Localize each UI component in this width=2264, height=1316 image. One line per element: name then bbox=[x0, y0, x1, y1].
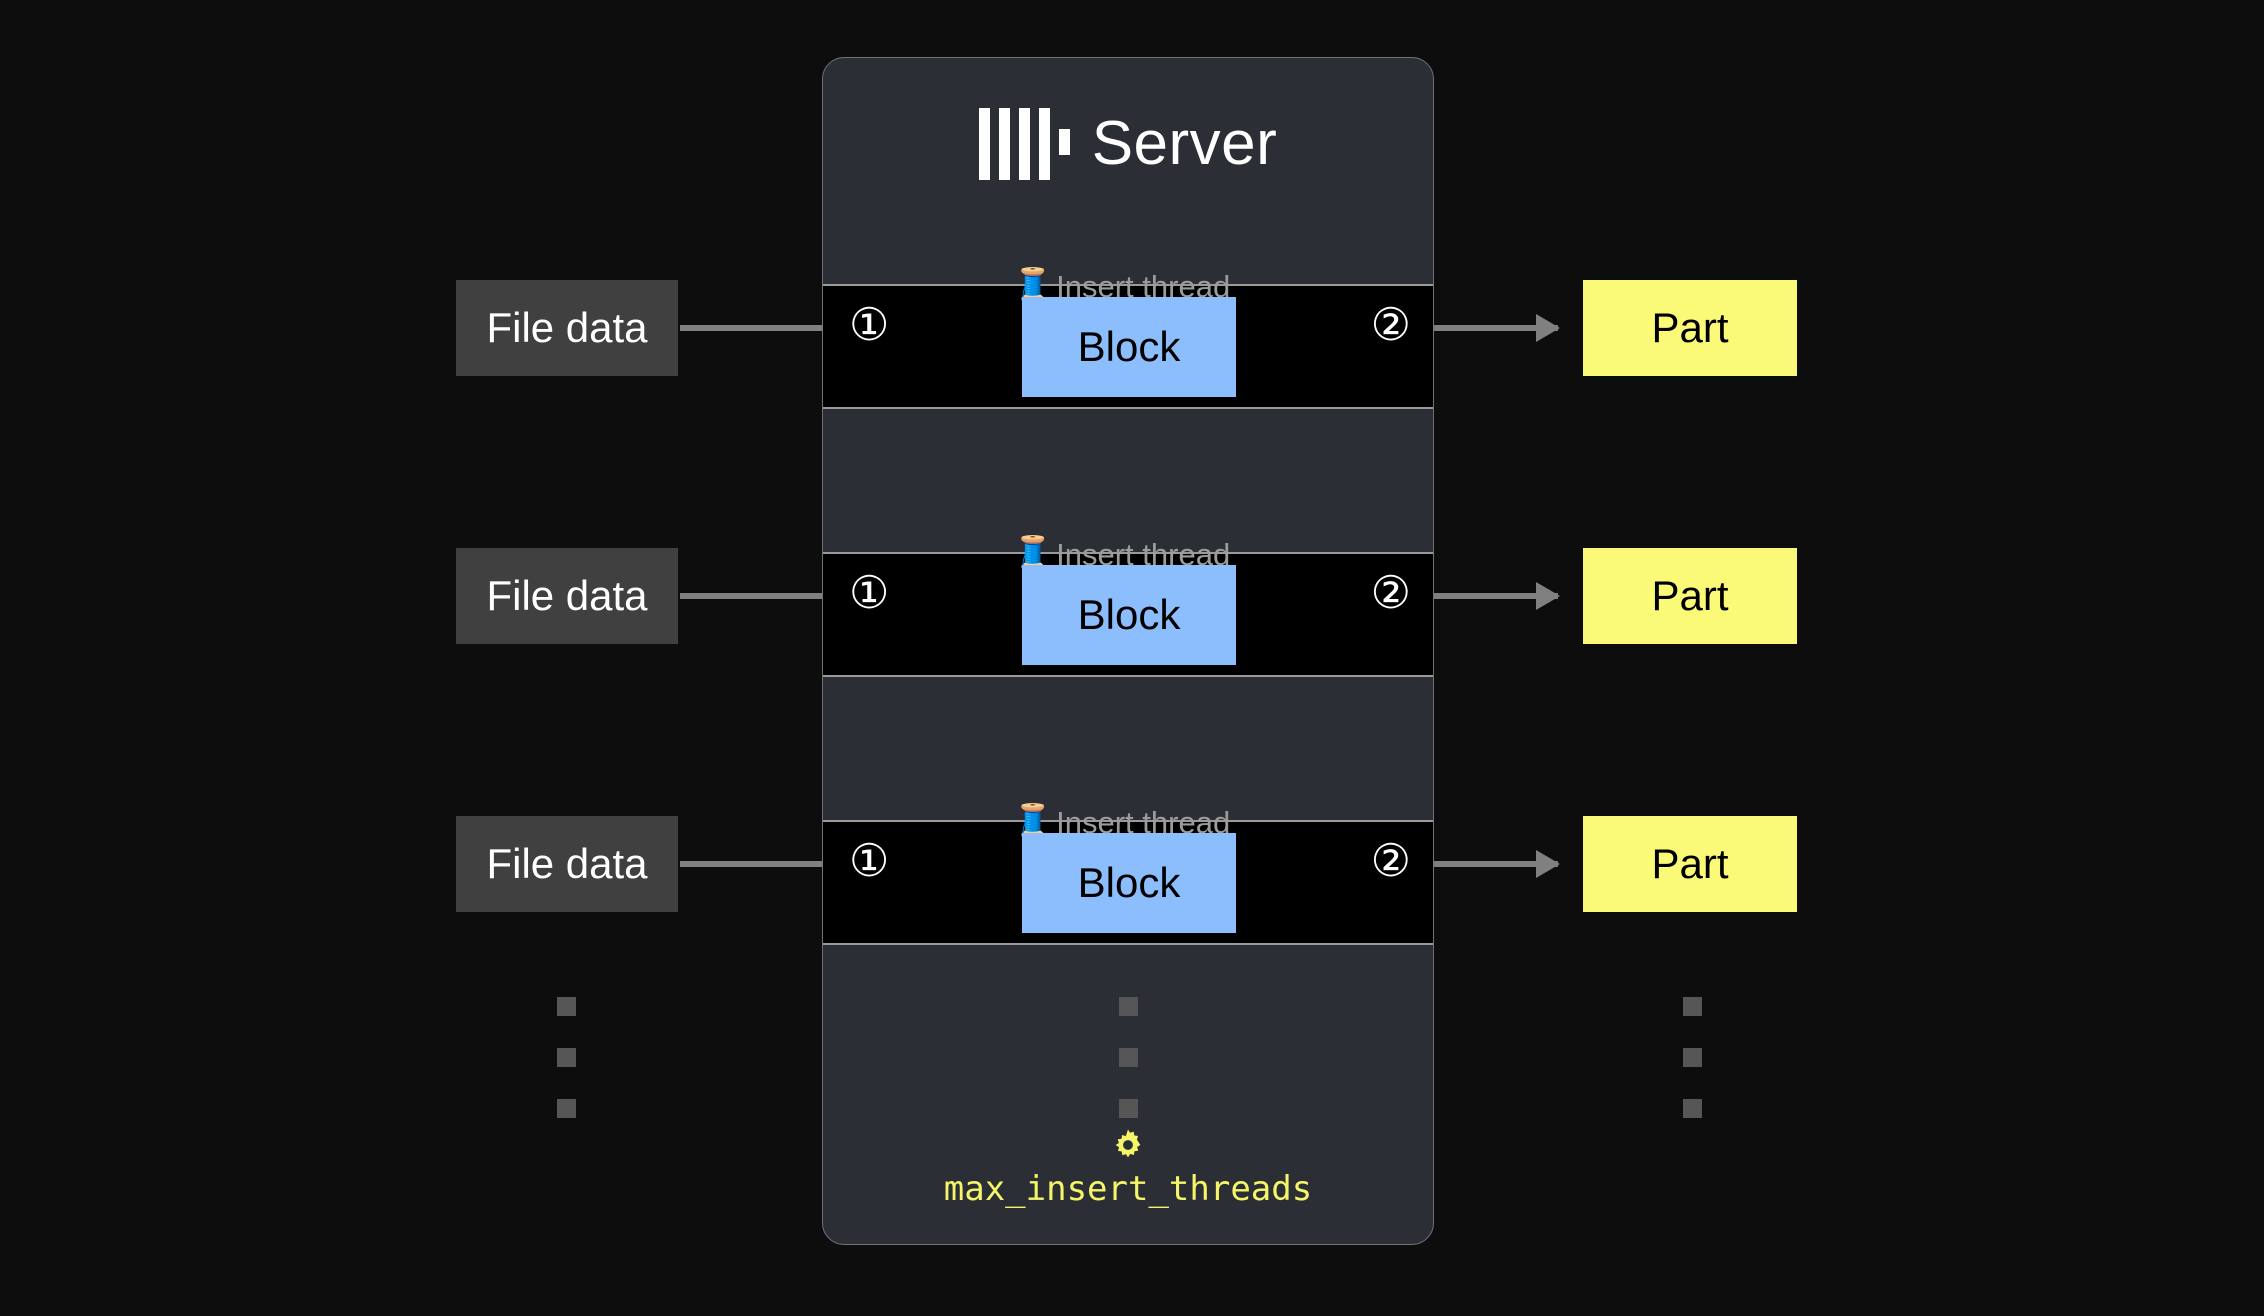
setting-footer: max_insert_threads bbox=[823, 1126, 1433, 1206]
ellipsis-dot bbox=[1119, 997, 1138, 1016]
logo-bar bbox=[1038, 108, 1050, 180]
step-marker-in-2: ① bbox=[849, 567, 890, 618]
setting-name-label: max_insert_threads bbox=[943, 1169, 1313, 1209]
ellipsis-dot bbox=[1683, 1099, 1702, 1118]
step-marker-out-1: ② bbox=[1370, 299, 1411, 350]
logo-bar bbox=[998, 108, 1010, 180]
file-data-box-3: File data bbox=[456, 816, 678, 912]
part-label: Part bbox=[1651, 304, 1729, 351]
ellipsis-dot bbox=[557, 997, 576, 1016]
ellipsis-dot bbox=[1119, 1048, 1138, 1067]
file-data-label: File data bbox=[486, 840, 648, 887]
ellipsis-dot bbox=[557, 1048, 576, 1067]
part-label: Part bbox=[1651, 840, 1729, 887]
vertical-ellipsis-icon-right bbox=[1683, 997, 1702, 1118]
insert-thread-band-2: 🧵 Insert thread ① ② Block bbox=[823, 537, 1433, 677]
server-header: Server bbox=[823, 58, 1433, 230]
ellipsis-dot bbox=[1683, 997, 1702, 1016]
step-marker-in-1: ① bbox=[849, 299, 890, 350]
block-box-3: Block bbox=[1022, 832, 1236, 933]
insert-thread-band-3: 🧵 Insert thread ① ② Block bbox=[823, 805, 1433, 945]
step-marker-out-2: ② bbox=[1370, 567, 1411, 618]
file-data-box-2: File data bbox=[456, 548, 678, 644]
vertical-ellipsis-icon-left bbox=[557, 997, 576, 1118]
clickhouse-logo-icon bbox=[978, 108, 1070, 180]
part-box-3: Part bbox=[1583, 816, 1797, 912]
block-box-1: Block bbox=[1022, 296, 1236, 397]
part-label: Part bbox=[1651, 572, 1729, 619]
logo-bar bbox=[978, 108, 990, 180]
ellipsis-dot bbox=[557, 1099, 576, 1118]
step-marker-out-3: ② bbox=[1370, 835, 1411, 886]
insert-thread-band-1: 🧵 Insert thread ① ② Block bbox=[823, 269, 1433, 409]
file-data-label: File data bbox=[486, 572, 648, 619]
logo-bar-short bbox=[1058, 129, 1070, 155]
file-data-box-1: File data bbox=[456, 280, 678, 376]
server-title: Server bbox=[1091, 109, 1278, 178]
block-label: Block bbox=[1077, 590, 1181, 638]
block-label: Block bbox=[1077, 858, 1181, 906]
block-box-2: Block bbox=[1022, 564, 1236, 665]
server-card: Server 🧵 Insert thread ① ② Block 🧵 Inser… bbox=[822, 57, 1434, 1245]
ellipsis-dot bbox=[1119, 1099, 1138, 1118]
file-data-label: File data bbox=[486, 304, 648, 351]
vertical-ellipsis-icon-middle bbox=[1119, 997, 1138, 1118]
part-box-2: Part bbox=[1583, 548, 1797, 644]
gear-icon bbox=[1115, 1129, 1141, 1158]
block-label: Block bbox=[1077, 322, 1181, 370]
part-box-1: Part bbox=[1583, 280, 1797, 376]
step-marker-in-3: ① bbox=[849, 835, 890, 886]
logo-bar bbox=[1018, 108, 1030, 180]
ellipsis-dot bbox=[1683, 1048, 1702, 1067]
